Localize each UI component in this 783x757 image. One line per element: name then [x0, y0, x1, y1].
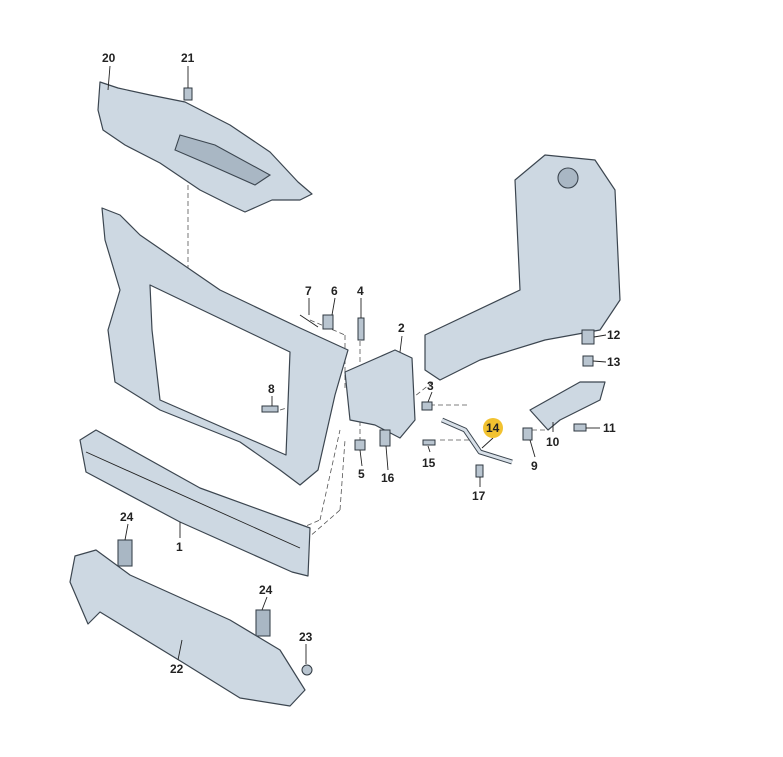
- part-8-bolt: [261, 405, 279, 413]
- longitudinal-member: [424, 154, 621, 381]
- label-3[interactable]: 3: [427, 379, 434, 393]
- label-7[interactable]: 7: [305, 284, 312, 298]
- part-3-bolt: [421, 401, 433, 411]
- part-2-bracket[interactable]: [344, 349, 416, 439]
- strut-mount: [557, 167, 579, 189]
- label-21[interactable]: 21: [181, 51, 195, 65]
- label-23[interactable]: 23: [299, 630, 313, 644]
- part-24-pad-lower[interactable]: [255, 609, 271, 637]
- label-22[interactable]: 22: [170, 662, 184, 676]
- part-labels: 20 21 7 6 4 2 8 1 24 24 22 23 5 16 3 15 …: [102, 51, 621, 676]
- label-6[interactable]: 6: [331, 284, 338, 298]
- part-22-lower-carrier[interactable]: [69, 549, 306, 707]
- label-11[interactable]: 11: [603, 421, 616, 435]
- label-9[interactable]: 9: [531, 459, 538, 473]
- label-13[interactable]: 13: [607, 355, 621, 369]
- part-20-detail: [174, 134, 272, 186]
- part-10-bracket[interactable]: [529, 381, 606, 431]
- part-13-nut: [582, 355, 594, 367]
- lock-carrier-frame[interactable]: [101, 207, 349, 486]
- label-17[interactable]: 17: [472, 489, 486, 503]
- part-24-pad-upper[interactable]: [117, 539, 133, 567]
- label-8[interactable]: 8: [268, 382, 275, 396]
- part-6-clip: [322, 314, 334, 330]
- label-24-upper[interactable]: 24: [120, 510, 134, 524]
- part-9-nut: [522, 427, 533, 441]
- part-21-clip: [183, 87, 193, 101]
- part-16-clip: [379, 429, 391, 447]
- label-24-lower[interactable]: 24: [259, 583, 273, 597]
- label-20[interactable]: 20: [102, 51, 116, 65]
- label-10[interactable]: 10: [546, 435, 560, 449]
- part-23-clip[interactable]: [301, 664, 313, 676]
- part-12-nut: [581, 329, 595, 345]
- label-4[interactable]: 4: [357, 284, 364, 298]
- part-4-bolt: [357, 317, 365, 341]
- part-1-bumper-beam[interactable]: [79, 429, 311, 577]
- label-12[interactable]: 12: [607, 328, 621, 342]
- leader-lines: [107, 65, 607, 664]
- fasteners: [183, 87, 595, 478]
- label-14[interactable]: 14: [486, 421, 500, 435]
- label-2[interactable]: 2: [398, 321, 405, 335]
- highlight-badge-14: [483, 418, 503, 438]
- label-16[interactable]: 16: [381, 471, 395, 485]
- label-1[interactable]: 1: [176, 540, 183, 554]
- part-11-bolt: [573, 423, 587, 432]
- part-5-nut: [354, 439, 366, 451]
- part-15-bolt: [422, 439, 436, 446]
- label-15[interactable]: 15: [422, 456, 436, 470]
- label-5[interactable]: 5: [358, 467, 365, 481]
- part-17-bolt: [475, 464, 484, 478]
